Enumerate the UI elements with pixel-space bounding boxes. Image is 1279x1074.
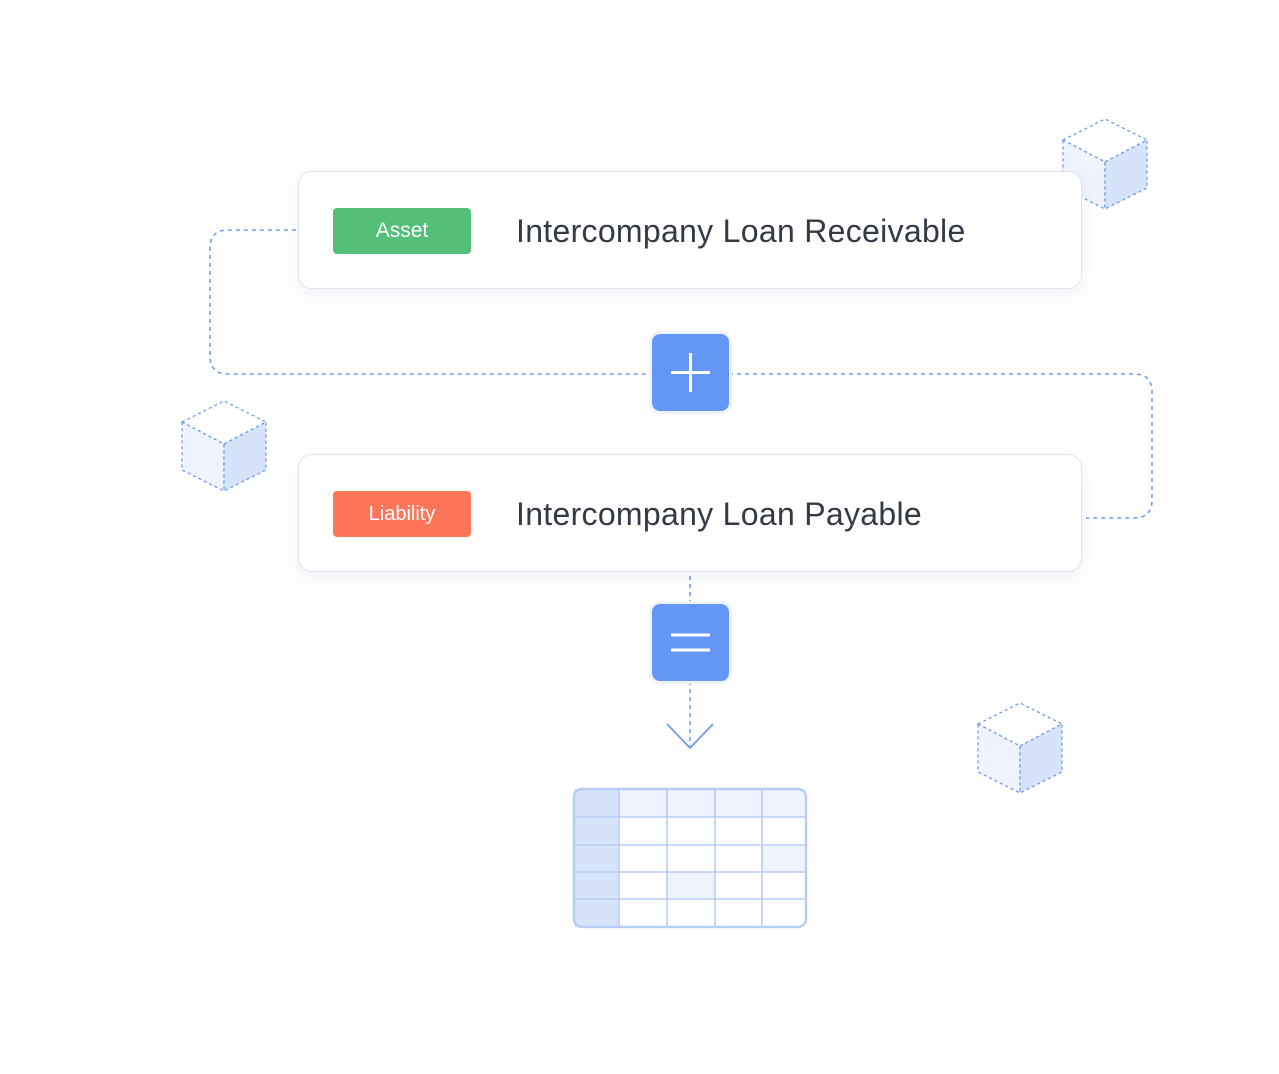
arrow-down-icon xyxy=(666,723,714,750)
cube-icon-left xyxy=(180,400,268,493)
cube-icon-bottom-right xyxy=(976,702,1064,795)
asset-account-card: Asset Intercompany Loan Receivable xyxy=(298,171,1082,289)
equals-icon xyxy=(671,633,710,652)
plus-operator xyxy=(652,334,729,411)
spreadsheet-table-icon xyxy=(572,787,808,929)
liability-account-name: Intercompany Loan Payable xyxy=(516,496,922,532)
asset-connector-line xyxy=(209,229,652,375)
asset-account-name: Intercompany Loan Receivable xyxy=(516,213,966,249)
plus-icon xyxy=(671,353,710,392)
liability-connector-line xyxy=(729,373,1153,519)
liability-account-card: Liability Intercompany Loan Payable xyxy=(298,454,1082,572)
asset-badge: Asset xyxy=(333,208,471,254)
equals-operator xyxy=(652,604,729,681)
liability-badge: Liability xyxy=(333,491,471,537)
